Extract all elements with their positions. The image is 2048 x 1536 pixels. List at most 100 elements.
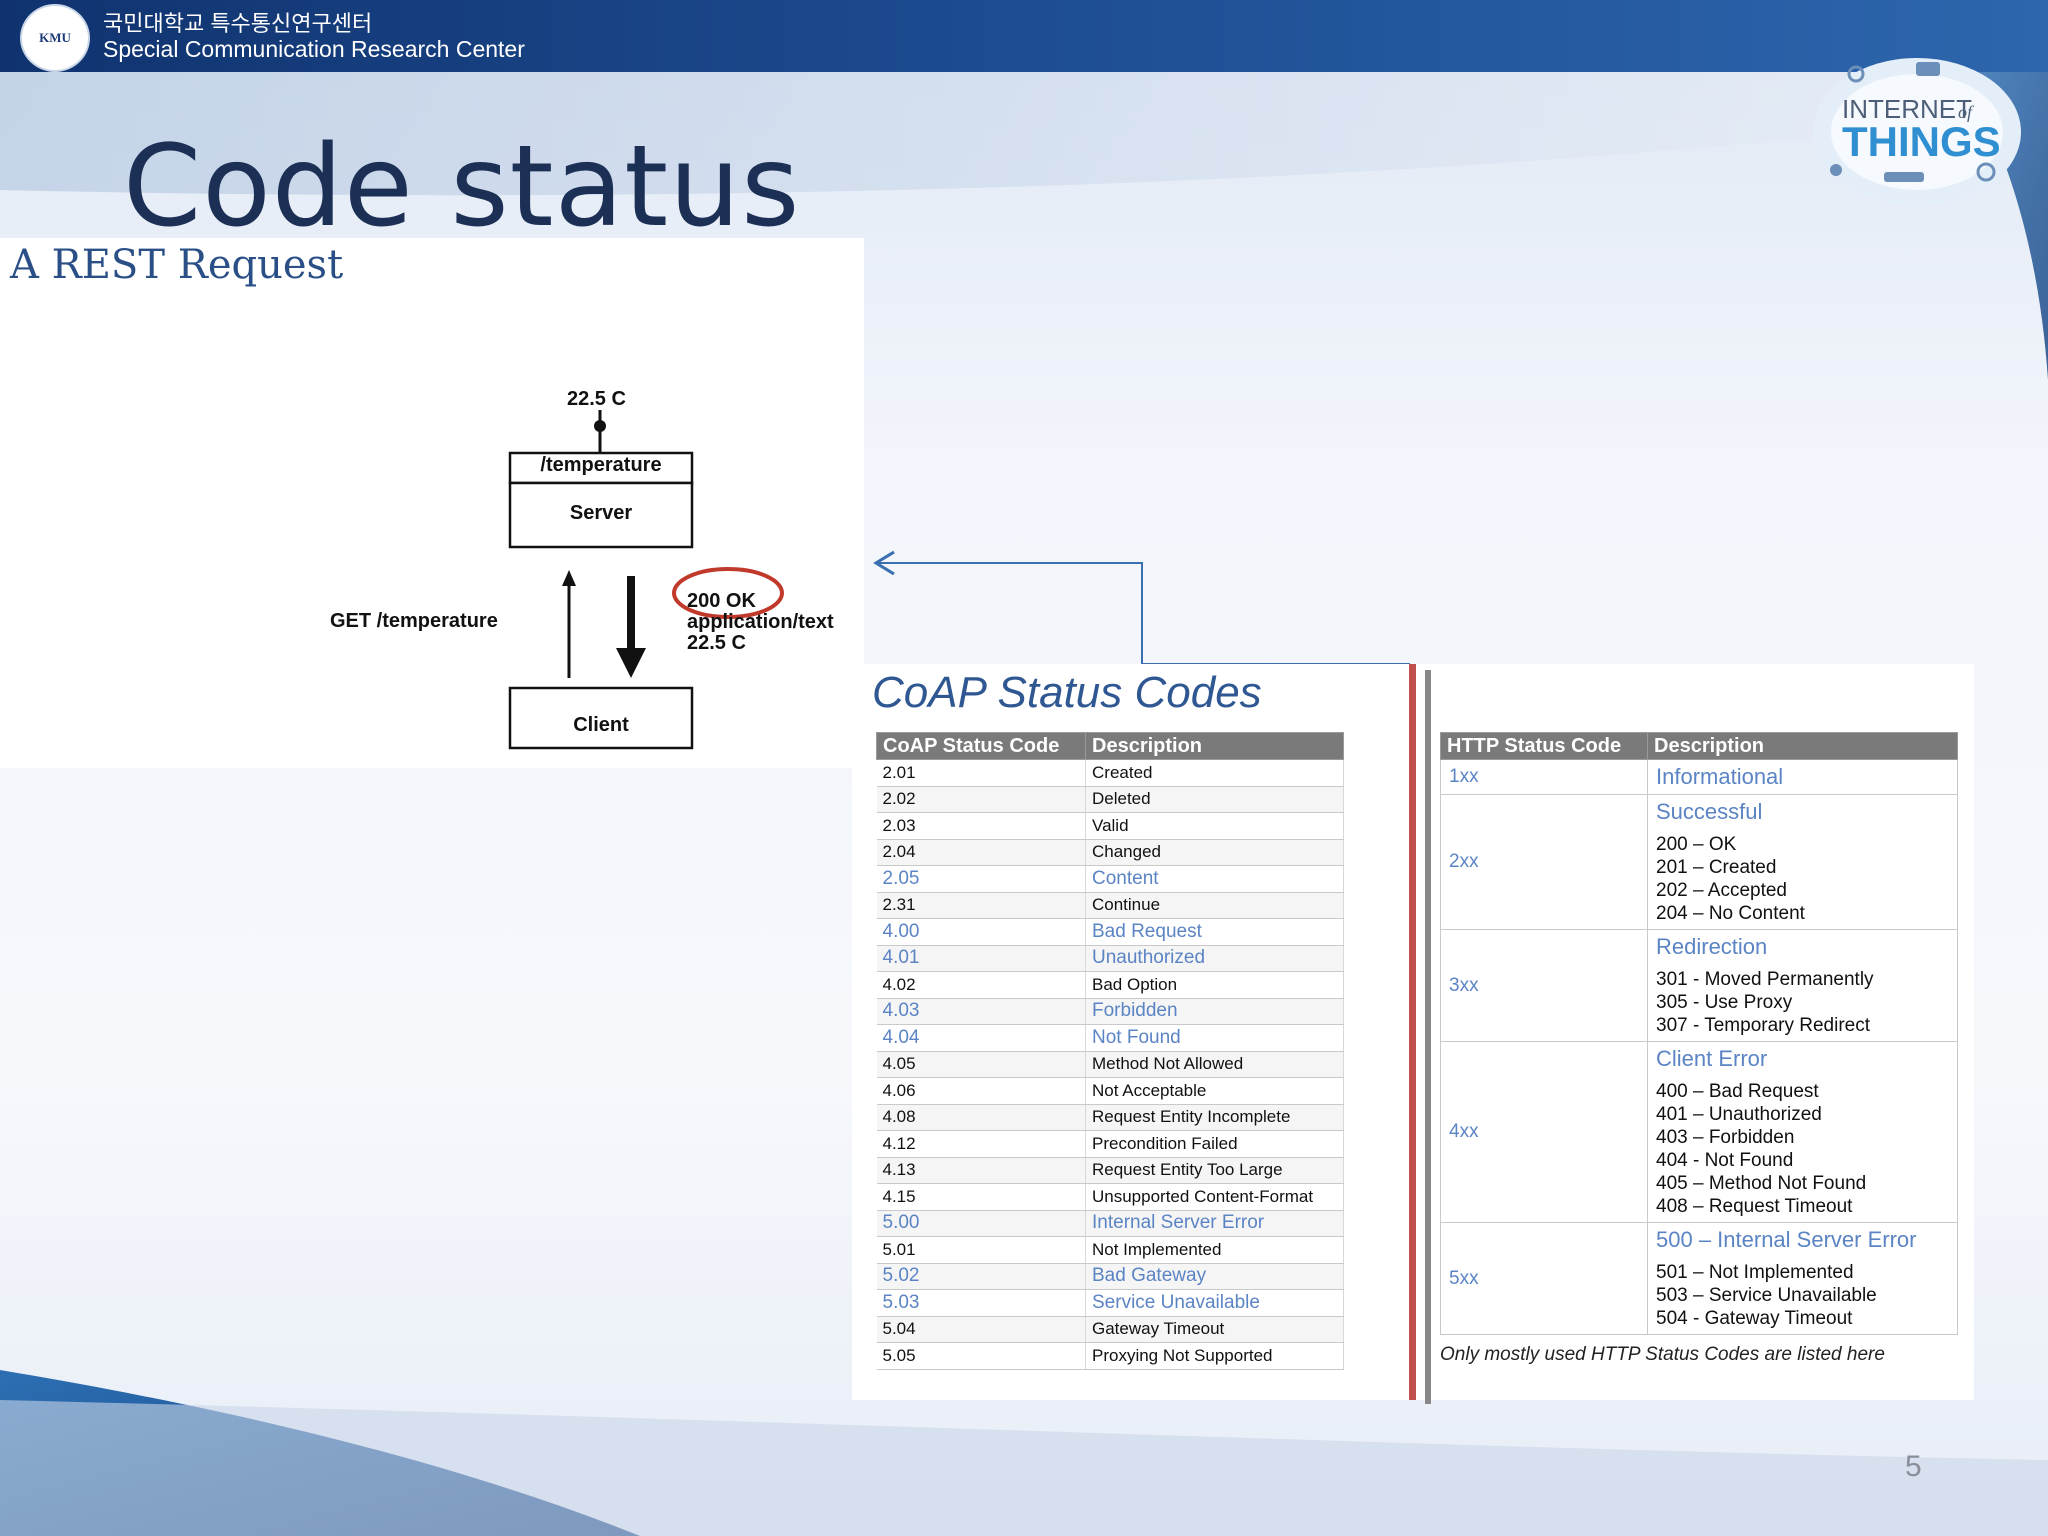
coap-code: 2.05 [876, 865, 1086, 893]
resource-value: 22.5 C [567, 388, 626, 410]
coap-code: 5.00 [876, 1210, 1086, 1237]
http-class: 4xx [1440, 1041, 1648, 1223]
iot-logo-line2: THINGS [1842, 118, 2001, 165]
coap-description: Content [1085, 865, 1344, 893]
http-group: Successful [1656, 799, 1763, 824]
divider-gray [1425, 670, 1431, 1404]
coap-code: 4.03 [876, 998, 1086, 1025]
coap-description: Deleted [1085, 786, 1344, 813]
http-note: Only mostly used HTTP Status Codes are l… [1440, 1344, 1885, 1365]
http-code-item: 400 – Bad Request [1656, 1081, 1819, 1102]
http-code-item: 301 - Moved Permanently [1656, 969, 1874, 990]
http-group: Informational [1656, 764, 1784, 789]
coap-code: 5.04 [876, 1316, 1086, 1343]
http-group: Redirection [1656, 934, 1768, 959]
http-code-item: 201 – Created [1656, 857, 1777, 878]
coap-code: 5.01 [876, 1236, 1086, 1264]
status-codes-panel: CoAP Status Codes CoAP Status Code Descr… [852, 664, 1974, 1400]
coap-code: 4.01 [876, 945, 1086, 972]
coap-description: Not Acceptable [1085, 1077, 1344, 1105]
http-header-description: Description [1647, 732, 1958, 760]
coap-description: Changed [1085, 839, 1344, 866]
coap-description: Request Entity Too Large [1085, 1157, 1344, 1184]
header-bar [0, 0, 2048, 72]
coap-code: 5.05 [876, 1342, 1086, 1370]
request-label: GET /temperature [330, 610, 498, 632]
coap-code: 4.15 [876, 1183, 1086, 1211]
response-status: 200 OK [687, 590, 756, 612]
response-type: application/text [687, 611, 834, 633]
coap-code: 4.05 [876, 1051, 1086, 1078]
response-arrow [616, 648, 646, 678]
http-class: 2xx [1440, 794, 1648, 930]
http-group: 500 – Internal Server Error [1656, 1227, 1917, 1252]
coap-code: 4.13 [876, 1157, 1086, 1184]
coap-description: Internal Server Error [1085, 1210, 1344, 1237]
iot-logo-of: of [1958, 102, 1975, 122]
coap-description: Proxying Not Supported [1085, 1342, 1344, 1370]
http-code-item: 305 - Use Proxy [1656, 992, 1793, 1013]
coap-description: Not Found [1085, 1024, 1344, 1052]
coap-code: 4.06 [876, 1077, 1086, 1105]
coap-code: 5.02 [876, 1263, 1086, 1290]
rest-request-title: A REST Request [10, 242, 344, 288]
coap-code: 2.03 [876, 812, 1086, 840]
http-code-item: 401 – Unauthorized [1656, 1104, 1822, 1125]
http-group: Client Error [1656, 1046, 1768, 1071]
http-code-item: 503 – Service Unavailable [1656, 1285, 1877, 1306]
http-code-item: 404 - Not Found [1656, 1150, 1794, 1171]
request-arrow [562, 570, 576, 586]
coap-code: 2.31 [876, 892, 1086, 919]
server-path: /temperature [540, 454, 662, 476]
http-code-item: 204 – No Content [1656, 903, 1805, 924]
status-highlight-circle [672, 567, 784, 619]
http-description: Informational [1647, 759, 1958, 795]
http-code-item: 202 – Accepted [1656, 880, 1787, 901]
coap-code: 4.08 [876, 1104, 1086, 1131]
coap-description: Method Not Allowed [1085, 1051, 1344, 1078]
coap-description: Valid [1085, 812, 1344, 840]
iot-logo-line1: INTERNET [1842, 94, 1972, 124]
coap-description: Created [1085, 759, 1344, 787]
coap-description: Bad Gateway [1085, 1263, 1344, 1290]
internet-of-things-logo: INTERNET of THINGS [1813, 58, 2021, 206]
coap-description: Precondition Failed [1085, 1130, 1344, 1158]
coap-code: 5.03 [876, 1289, 1086, 1317]
server-label: Server [569, 502, 633, 524]
coap-description: Request Entity Incomplete [1085, 1104, 1344, 1131]
http-code-item: 307 - Temporary Redirect [1656, 1015, 1871, 1036]
http-class: 3xx [1440, 929, 1648, 1042]
coap-description: Unsupported Content-Format [1085, 1183, 1344, 1211]
client-label: Client [573, 714, 629, 736]
coap-description: Bad Option [1085, 971, 1344, 999]
http-code-item: 501 – Not Implemented [1656, 1262, 1854, 1283]
coap-description: Continue [1085, 892, 1344, 919]
coap-code: 2.02 [876, 786, 1086, 813]
coap-description: Not Implemented [1085, 1236, 1344, 1264]
rest-diagram [508, 410, 784, 750]
server-box [508, 481, 694, 549]
org-name-english: Special Communication Research Center [103, 36, 525, 62]
http-code-item: 504 - Gateway Timeout [1656, 1308, 1853, 1329]
http-description: 500 – Internal Server Error 501 – Not Imp… [1647, 1222, 1958, 1335]
coap-description: Gateway Timeout [1085, 1316, 1344, 1343]
